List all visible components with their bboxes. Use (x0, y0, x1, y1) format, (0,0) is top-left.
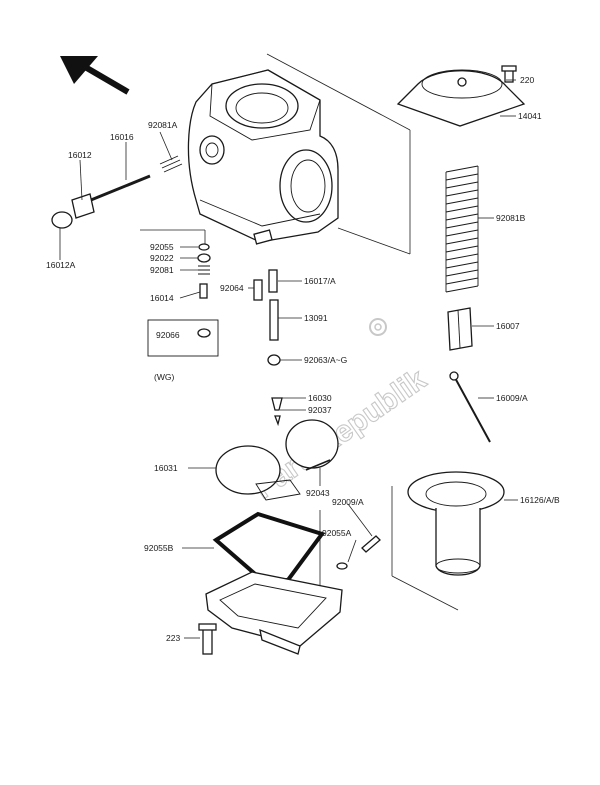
vacuum-piston-16126 (407, 471, 505, 576)
float-16031 (215, 419, 339, 501)
label-13091: 13091 (304, 313, 328, 323)
label-16016: 16016 (110, 132, 134, 142)
label-92081: 92081 (150, 265, 174, 275)
needle-holder-16007 (447, 307, 473, 351)
label-92043: 92043 (306, 488, 330, 498)
carburetor-body (187, 69, 339, 245)
label-16009a: 16009/A (496, 393, 528, 403)
watermark: PartsRepublik (248, 363, 432, 506)
float-bowl-gasket-92055b (212, 511, 326, 582)
part-labels: 220 14041 92081A 16016 16012 16012A 9208… (46, 75, 560, 643)
label-92055: 92055 (150, 242, 174, 252)
label-16126: 16126/A/B (520, 495, 560, 505)
drain-screw-parts (198, 535, 381, 655)
label-92064: 92064 (220, 283, 244, 293)
label-wg: (WG) (154, 372, 174, 382)
spring-92081b (445, 165, 479, 293)
label-16017a: 16017/A (304, 276, 336, 286)
assembly-guide-lines (140, 53, 459, 611)
main-jet-parts (253, 269, 283, 427)
label-223: 223 (166, 633, 180, 643)
label-92081b: 92081B (496, 213, 526, 223)
label-16014: 16014 (150, 293, 174, 303)
label-92022: 92022 (150, 253, 174, 263)
watermark-gear-icon (369, 318, 387, 336)
label-220: 220 (520, 75, 534, 85)
label-92055b: 92055B (144, 543, 174, 553)
label-92055a: 92055A (322, 528, 352, 538)
float-bowl (205, 571, 343, 655)
label-92063: 92063/A~G (304, 355, 347, 365)
choke-plunger-assembly (51, 155, 183, 229)
jet-needle-16009a (449, 371, 491, 443)
label-16012a: 16012A (46, 260, 76, 270)
direction-arrow-icon (60, 56, 130, 95)
label-92066: 92066 (156, 330, 180, 340)
label-16031: 16031 (154, 463, 178, 473)
leader-lines (59, 79, 518, 639)
label-16012: 16012 (68, 150, 92, 160)
label-14041: 14041 (518, 111, 542, 121)
label-92037: 92037 (308, 405, 332, 415)
pilot-parts (147, 243, 219, 357)
label-16007: 16007 (496, 321, 520, 331)
label-92009a: 92009/A (332, 497, 364, 507)
carburetor-top-cap (396, 65, 526, 127)
label-92081a: 92081A (148, 120, 178, 130)
label-16030: 16030 (308, 393, 332, 403)
